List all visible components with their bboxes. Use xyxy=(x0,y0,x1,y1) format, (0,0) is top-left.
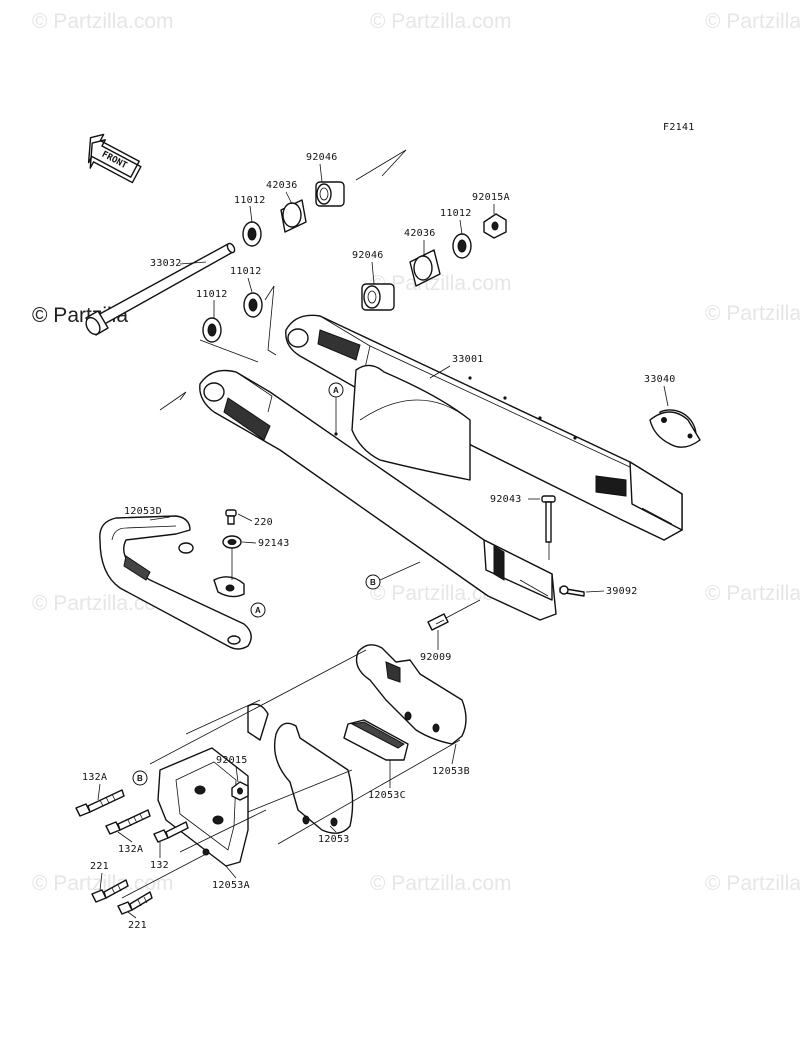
collar-11012-left xyxy=(202,317,222,343)
label-11012: 11012 xyxy=(196,289,228,300)
watermark: © Partzilla.com xyxy=(32,10,174,33)
bearing-92046-mid xyxy=(361,283,395,311)
watermark: © Partzilla.com xyxy=(370,10,512,33)
svg-text:A: A xyxy=(255,606,261,615)
leader-line xyxy=(379,561,421,581)
chain-guide-plate-12053 xyxy=(273,722,354,834)
svg-text:B: B xyxy=(370,578,376,587)
part-labels: 92046 42036 11012 92015A 11012 42036 920… xyxy=(82,152,676,931)
chain-adjuster-33040 xyxy=(649,409,701,448)
label-92143: 92143 xyxy=(258,538,290,549)
callout-a: A xyxy=(328,382,344,398)
axis-line xyxy=(199,339,259,363)
watermarks: © Partzilla.com © Partzilla.com © Partzi… xyxy=(32,10,800,895)
chain-guide-block-12053C xyxy=(343,719,409,761)
watermark: © Partzilla.com xyxy=(370,872,512,895)
bolt-132 xyxy=(153,821,189,843)
axis-line xyxy=(179,739,461,853)
nut-92015 xyxy=(231,781,249,801)
label-42036: 42036 xyxy=(404,228,436,239)
label-12053: 12053 xyxy=(318,834,350,845)
label-132A: 132A xyxy=(118,844,143,855)
stud-92009 xyxy=(427,613,449,631)
label-39092: 39092 xyxy=(606,586,638,597)
watermark: © Partzilla.com xyxy=(705,872,800,895)
label-42036: 42036 xyxy=(266,180,298,191)
collar-42036-right xyxy=(409,249,441,287)
label-11012: 11012 xyxy=(230,266,262,277)
label-132A: 132A xyxy=(82,772,107,783)
label-12053A: 12053A xyxy=(212,880,250,891)
cotter-pin-39092 xyxy=(559,585,585,597)
washer-92143 xyxy=(222,535,242,549)
label-11012: 11012 xyxy=(440,208,472,219)
bolt-132A-top xyxy=(75,789,125,817)
label-33040: 33040 xyxy=(644,374,676,385)
label-92015A: 92015A xyxy=(472,192,510,203)
axis-line xyxy=(121,853,207,899)
leader-line xyxy=(445,599,481,619)
front-arrow-icon: FRONT xyxy=(87,133,142,184)
label-220: 220 xyxy=(254,517,273,528)
label-12053D: 12053D xyxy=(124,506,162,517)
collar-42036-top xyxy=(280,199,307,233)
label-12053C: 12053C xyxy=(368,790,406,801)
nut-92015A xyxy=(483,213,507,239)
label-92009: 92009 xyxy=(420,652,452,663)
label-221: 221 xyxy=(90,861,109,872)
label-92015: 92015 xyxy=(216,755,248,766)
chain-slider-12053D xyxy=(99,515,252,650)
svg-text:B: B xyxy=(137,774,143,783)
label-33001: 33001 xyxy=(452,354,484,365)
watermark: © Partzilla.com xyxy=(705,10,800,33)
watermark: © Partzilla.com xyxy=(370,272,512,295)
label-12053B: 12053B xyxy=(432,766,470,777)
label-92046: 92046 xyxy=(306,152,338,163)
chain-guide-12053B xyxy=(355,644,467,745)
swingarm-33001 xyxy=(199,314,683,621)
callout-b: B xyxy=(365,574,381,590)
axis-line xyxy=(149,649,367,765)
axis-line xyxy=(264,285,277,356)
callout-a: A xyxy=(250,602,266,618)
label-132: 132 xyxy=(150,860,169,871)
chain-guide-bracket-12053A xyxy=(157,703,269,867)
label-221: 221 xyxy=(128,920,147,931)
bolt-221-bottom xyxy=(117,891,153,915)
svg-text:A: A xyxy=(333,386,339,395)
label-33032: 33032 xyxy=(150,258,182,269)
collar-11012-top xyxy=(242,221,262,247)
collar-11012-mid xyxy=(243,292,263,318)
bolt-132A-bottom xyxy=(105,809,151,835)
bolt-220 xyxy=(225,509,237,525)
label-11012: 11012 xyxy=(234,195,266,206)
pivot-shaft-33032 xyxy=(85,242,236,336)
axis-line xyxy=(355,149,407,181)
leader-line xyxy=(179,261,207,265)
callout-b: B xyxy=(132,770,148,786)
diagram-code: F2141 xyxy=(663,122,695,133)
watermark: © Partzilla.com xyxy=(705,582,800,605)
watermark: © Partzilla.com xyxy=(705,302,800,325)
bearing-92046-top xyxy=(315,181,345,207)
axis-line xyxy=(185,699,261,735)
axis-line xyxy=(159,391,187,411)
bolt-92043 xyxy=(541,495,556,543)
label-leaders xyxy=(97,163,669,919)
label-92043: 92043 xyxy=(490,494,522,505)
collar-11012-right xyxy=(452,233,472,259)
label-92046: 92046 xyxy=(352,250,384,261)
bolt-221-top xyxy=(91,879,129,903)
